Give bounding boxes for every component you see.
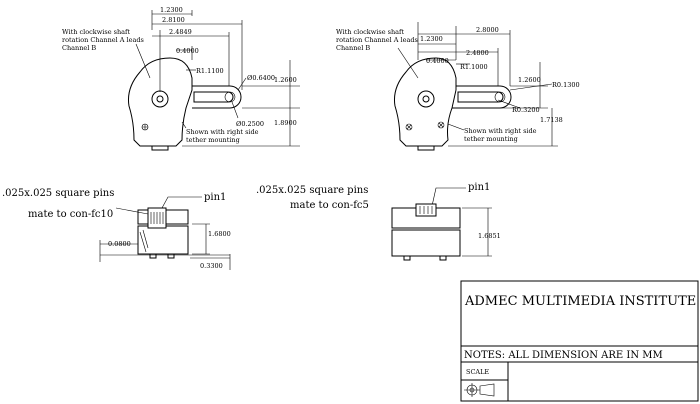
right-shaft-inner (422, 95, 430, 103)
projection-symbol-icon (464, 383, 495, 397)
bottom-left-side-view: .025x.025 square pins mate to con-fc10 p… (2, 188, 231, 270)
right-shaft-outer (417, 90, 435, 108)
right-screw-icon-2 (437, 121, 445, 129)
right-note-tether-2: tether mounting (464, 135, 518, 143)
br-pin1-label: pin1 (468, 182, 490, 193)
right-dim-24800: 2.4800 (466, 49, 489, 57)
title-block-notes: NOTES: ALL DIMENSION ARE IN MM (464, 350, 663, 361)
left-note-clockwise-2: rotation Channel A leads (62, 36, 144, 44)
right-note-clockwise-1: With clockwise shaft (336, 28, 404, 36)
br-pins-line2: mate to con-fc5 (290, 200, 369, 211)
right-dim-17138: 1.7138 (540, 116, 563, 124)
br-dim-16851: 1.6851 (478, 232, 501, 240)
bl-pin1-label: pin1 (204, 192, 226, 203)
bl-dim-00800: 0.0800 (108, 240, 131, 248)
left-dia-02500: Ø0.2500 (236, 120, 264, 128)
right-dim-12600: 1.2600 (518, 76, 541, 84)
left-tether-arm (192, 85, 242, 109)
right-screw-icon-1 (405, 123, 413, 131)
right-radius-10000: R1.1000 (460, 63, 488, 71)
left-dim-18900: 1.8900 (274, 119, 297, 127)
right-radius-03200: R0.3200 (512, 106, 540, 114)
title-block-title: ADMEC MULTIMEDIA INSTITUTE (464, 294, 696, 309)
right-dim-04000: 0.4000 (426, 57, 449, 65)
left-encoder-view: 1.2300 2.8100 2.4849 0.4000 With clockwi… (62, 6, 300, 151)
right-dim-12300: 1.2300 (420, 35, 443, 43)
left-dim-24849: 2.4849 (169, 28, 192, 36)
right-note-clockwise-2: rotation Channel A leads (336, 36, 418, 44)
bl-pins-line2: mate to con-fc10 (28, 209, 113, 220)
left-radius-11100: R1.1100 (196, 67, 224, 75)
left-shaft-inner (156, 95, 164, 103)
left-dim-12300: 1.2300 (160, 6, 183, 14)
left-dim-04000: 0.4000 (176, 47, 199, 55)
left-note-clockwise-1: With clockwise shaft (62, 28, 130, 36)
right-radius-01300: R0.1300 (552, 81, 580, 89)
right-tether-arm (452, 85, 512, 109)
bl-dim-16800: 1.6800 (208, 230, 231, 238)
title-block-scale-label: SCALE (466, 368, 489, 376)
left-tether-slot (193, 91, 234, 103)
left-note-clockwise-3: Channel B (62, 44, 96, 52)
br-connector (415, 203, 437, 217)
bl-pins-line1: .025x.025 square pins (2, 188, 114, 199)
br-body-bottom (391, 229, 461, 257)
bottom-right-side-view: .025x.025 square pins mate to con-fc5 pi… (256, 182, 501, 261)
left-dim-12600: 1.2600 (274, 76, 297, 84)
left-bottom-connector (151, 146, 169, 151)
left-encoder-body (128, 57, 193, 147)
left-dia-06400: Ø0.6400 (247, 74, 275, 82)
left-note-tether-1: Shown with right side (186, 128, 259, 136)
right-note-tether-1: Shown with right side (464, 127, 537, 135)
bl-dim-03300: 0.3300 (200, 262, 223, 270)
left-note-tether-2: tether mounting (186, 136, 240, 144)
right-dim-28000: 2.8000 (476, 26, 499, 34)
left-dim-28100: 2.8100 (162, 16, 185, 24)
right-encoder-view: 2.8000 1.2300 2.4800 0.4000 With clockwi… (336, 22, 580, 151)
right-encoder-body (394, 57, 457, 147)
left-shaft-outer (151, 90, 169, 108)
title-block: ADMEC MULTIMEDIA INSTITUTE NOTES: ALL DI… (460, 280, 699, 402)
right-note-clockwise-3: Channel B (336, 44, 370, 52)
br-pins-line1: .025x.025 square pins (256, 185, 368, 196)
title-block-frame (460, 280, 699, 402)
right-bottom-connector (417, 146, 435, 151)
